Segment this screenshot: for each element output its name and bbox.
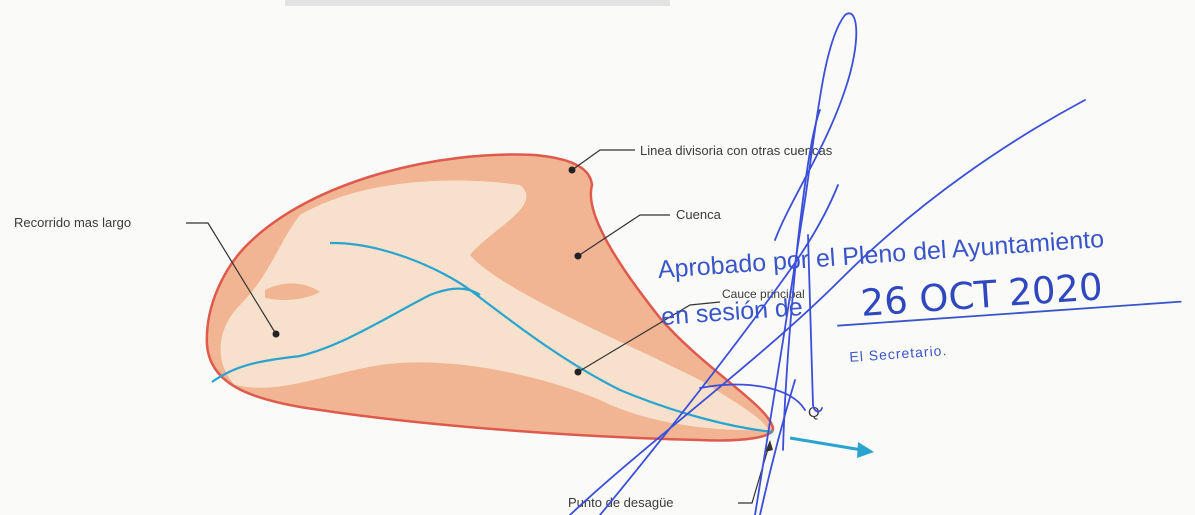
approval-stamp: Aprobado por el Pleno del Ayuntamiento e… xyxy=(657,220,1184,378)
scan-artifact xyxy=(285,0,670,6)
longest-path-label: Recorrido mas largo xyxy=(14,215,131,230)
stamp-line-2: en sesión de xyxy=(660,293,803,331)
basin-label: Cuenca xyxy=(676,207,722,222)
flow-arrow-line xyxy=(790,438,862,450)
divide-line-label: Linea divisoria con otras cuencas xyxy=(640,143,833,158)
longest-path-dot xyxy=(273,331,280,338)
stamp-secretary: El Secretario. xyxy=(849,342,948,365)
flow-arrow-head xyxy=(857,442,874,458)
basin-dot xyxy=(575,253,582,260)
divide-line-dot xyxy=(569,167,576,174)
main-channel-dot xyxy=(575,369,582,376)
